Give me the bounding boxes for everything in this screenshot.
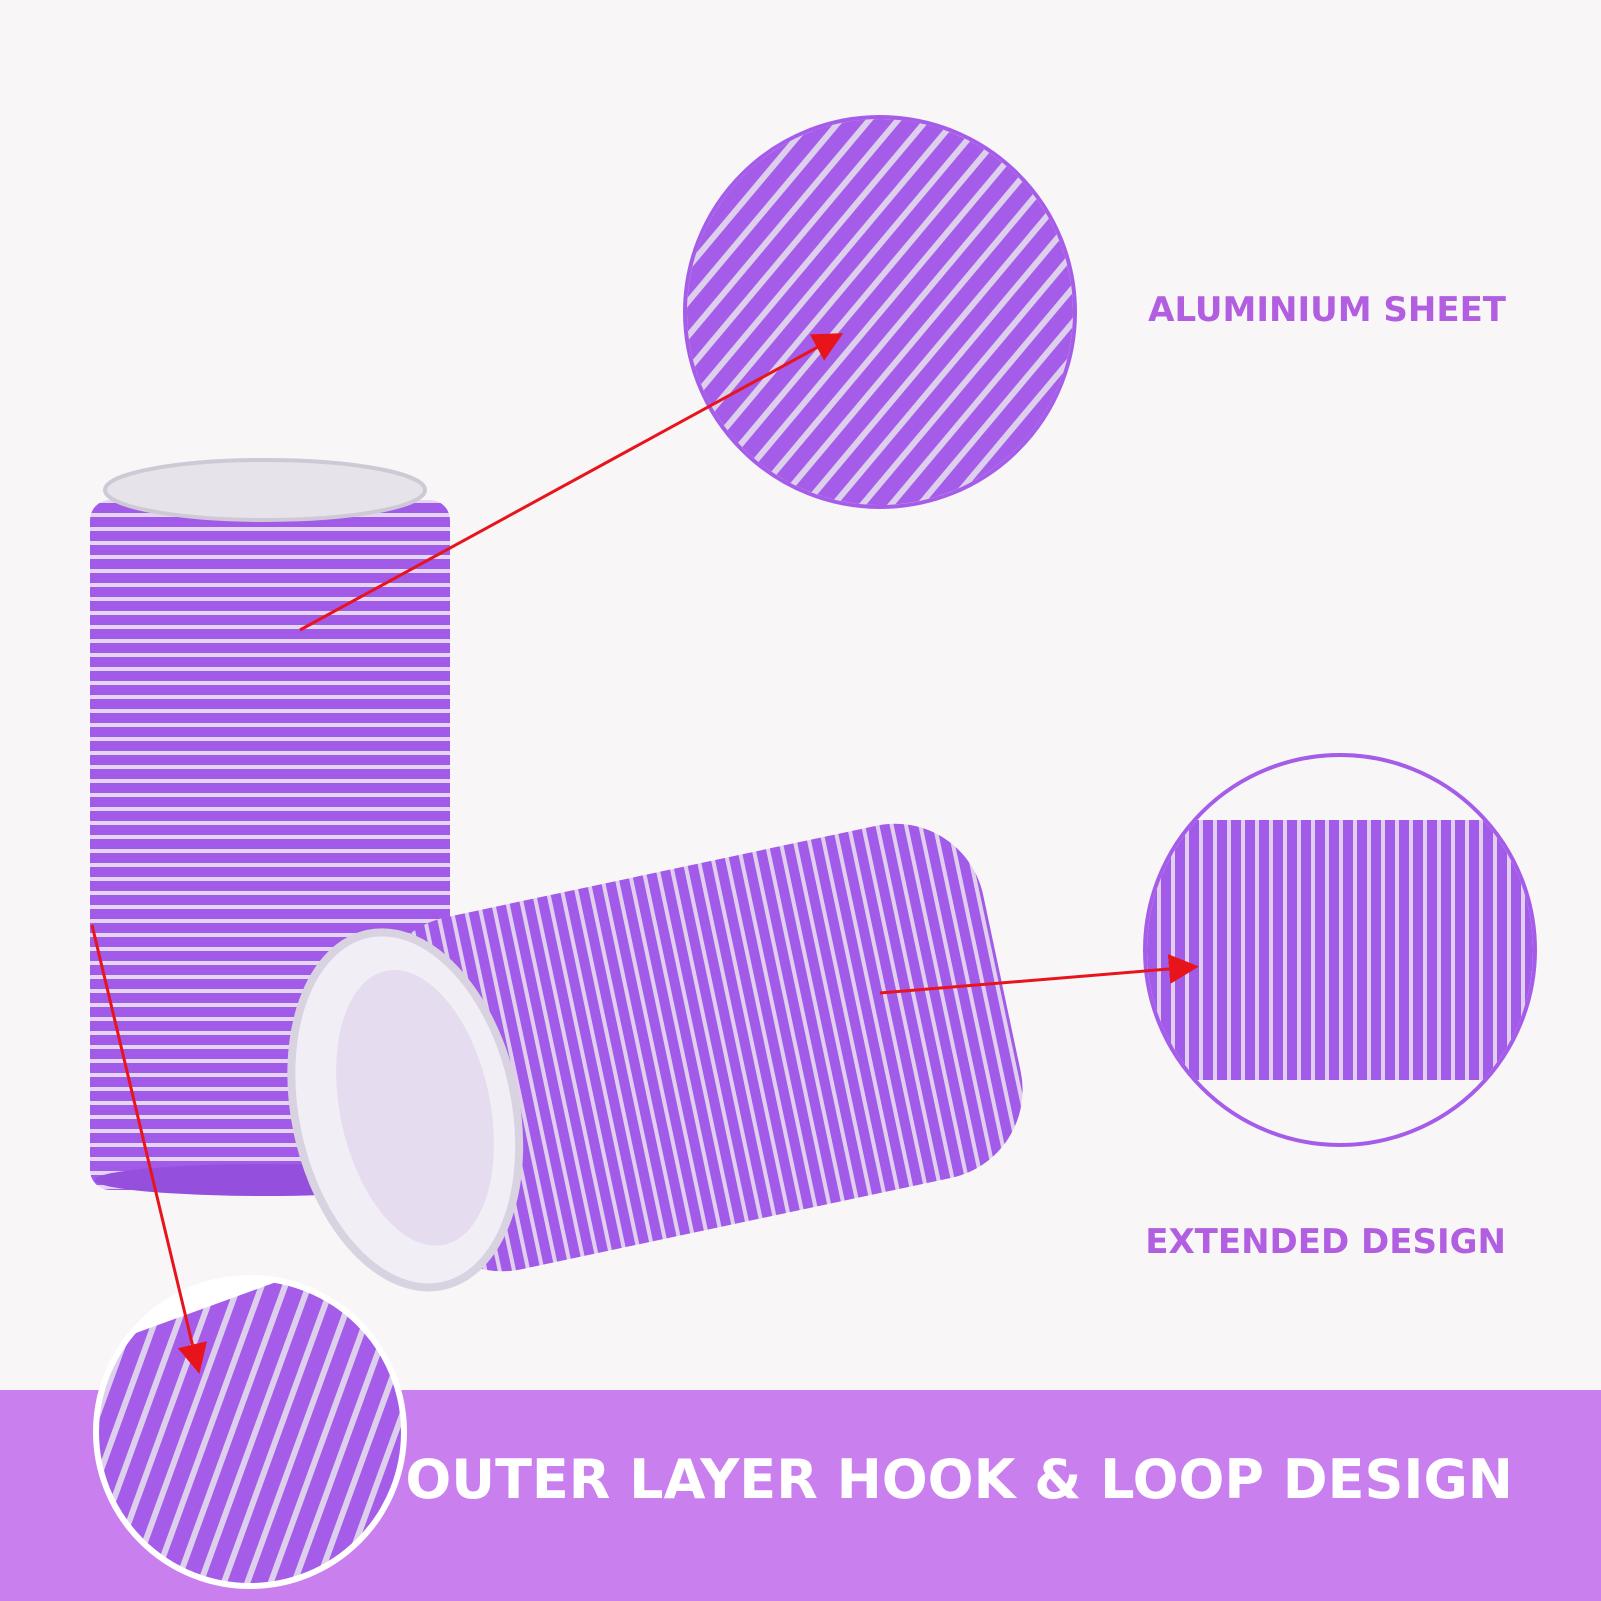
- arrow-hook-loop: [90, 924, 208, 1374]
- pointer-arrows: [90, 333, 1199, 1374]
- zoom-circle-aluminium: [683, 115, 1077, 509]
- arrow-extended: [879, 954, 1199, 995]
- lying-roller: [287, 823, 1023, 1292]
- zoom-circle-hook-loop: [93, 1275, 407, 1589]
- arrow-aluminium: [299, 333, 844, 632]
- label-aluminium-sheet: ALUMINIUM SHEET: [1148, 290, 1506, 330]
- zoom-circle-extended: [1143, 753, 1537, 1147]
- label-extended-design: EXTENDED DESIGN: [1145, 1222, 1506, 1262]
- banner-title: OUTER LAYER HOOK & LOOP DESIGN: [405, 1448, 1513, 1511]
